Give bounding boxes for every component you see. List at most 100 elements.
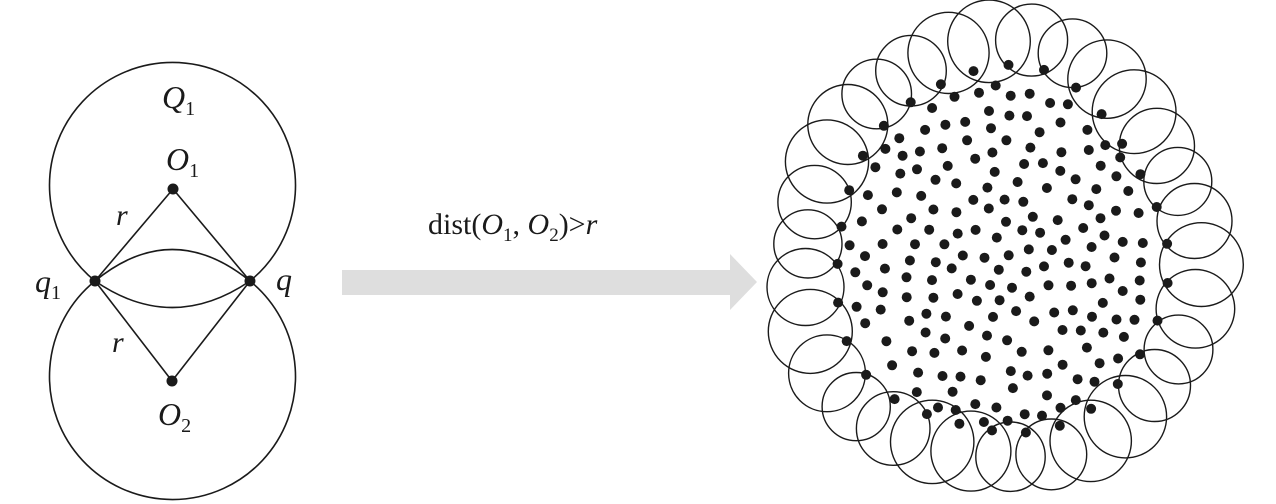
interior-point (964, 320, 975, 331)
interior-points (844, 80, 1148, 427)
interior-point (880, 143, 891, 154)
ring-circle (1155, 268, 1236, 349)
interior-point (1123, 186, 1134, 196)
interior-point (999, 194, 1010, 205)
interior-point (877, 287, 888, 298)
ring-circle (1037, 18, 1108, 89)
interior-point (1007, 282, 1017, 293)
interior-point (1135, 257, 1146, 268)
ring-circle (930, 410, 1012, 492)
interior-point (1115, 152, 1126, 163)
interior-point (927, 275, 937, 286)
interior-point (879, 263, 890, 274)
interior-point (971, 295, 982, 306)
ring-circle (907, 11, 990, 95)
boundary-point (1135, 349, 1145, 360)
interior-point (949, 91, 960, 102)
interior-point (939, 239, 950, 250)
interior-point (955, 371, 966, 382)
interior-point (1022, 111, 1032, 122)
boundary-point (889, 394, 900, 405)
interior-point (1046, 245, 1057, 255)
interior-point (1111, 314, 1122, 325)
interior-point (1055, 402, 1066, 413)
interior-point (1098, 327, 1109, 338)
interior-point (877, 204, 887, 215)
interior-point (1083, 145, 1094, 155)
interior-point (1001, 216, 1011, 227)
interior-point (1019, 159, 1030, 169)
interior-point (1052, 215, 1063, 226)
interior-point (1072, 374, 1083, 385)
interior-point (1039, 261, 1049, 272)
interior-point (1042, 390, 1052, 401)
interior-point (1070, 174, 1081, 185)
boundary-point (1096, 109, 1107, 120)
interior-point (1016, 346, 1027, 357)
interior-point (960, 116, 971, 127)
interior-point (968, 194, 979, 205)
interior-point (986, 123, 996, 134)
interior-point (881, 336, 892, 347)
interior-point (1049, 307, 1060, 318)
interior-point (1086, 242, 1097, 252)
point-q1 (89, 275, 101, 287)
interior-point (1111, 205, 1121, 216)
boundary-point (1162, 238, 1173, 249)
interior-point (1043, 280, 1054, 291)
interior-point (1001, 135, 1012, 146)
interior-point (1023, 244, 1034, 255)
interior-point (1056, 147, 1067, 158)
interior-point (901, 292, 912, 303)
point-o2 (166, 375, 178, 387)
interior-point (1057, 325, 1068, 335)
ring-circle (777, 164, 852, 240)
interior-point (1060, 234, 1071, 245)
interior-point (920, 327, 931, 338)
interior-point (1081, 342, 1092, 353)
interior-point (1017, 225, 1028, 236)
radius-o2-q (171, 280, 251, 382)
boundary-point (857, 150, 868, 161)
interior-point (1078, 223, 1089, 233)
ring-circle (994, 3, 1069, 77)
interior-point (1066, 280, 1077, 291)
ring-circle (889, 399, 975, 485)
interior-point (951, 178, 962, 189)
interior-point (1133, 208, 1144, 218)
interior-point (1100, 140, 1111, 151)
boundary-point (935, 79, 946, 90)
label-center-o1: O1 (166, 141, 199, 182)
interior-point (947, 386, 958, 397)
interior-point (983, 203, 994, 214)
interior-point (982, 182, 993, 193)
interior-point (1041, 183, 1052, 193)
interior-point (1037, 410, 1047, 421)
ring-circle (855, 391, 931, 467)
boundary-point (832, 258, 843, 269)
ring-circle (1118, 107, 1196, 185)
interior-point (1086, 278, 1097, 289)
interior-point (860, 251, 870, 262)
interior-point (989, 166, 1000, 177)
boundary-points (832, 59, 1173, 438)
ring-circle (1143, 146, 1213, 217)
interior-point (850, 267, 861, 278)
interior-point (887, 360, 898, 371)
interior-point (1002, 335, 1013, 346)
interior-point (913, 367, 924, 378)
boundary-point (833, 297, 844, 308)
interior-point (911, 387, 922, 398)
label-radius-lower: r (112, 326, 124, 359)
interior-point (901, 272, 912, 283)
interior-point (991, 232, 1002, 243)
interior-point (862, 280, 873, 291)
ring-circle (807, 83, 889, 166)
ring-circle (1156, 182, 1233, 260)
boundary-point (841, 336, 852, 347)
interior-point (940, 119, 951, 130)
interior-point (928, 292, 939, 303)
interior-point (942, 160, 953, 171)
interior-point (1083, 200, 1094, 211)
boundary-circle-ring (766, 0, 1245, 493)
